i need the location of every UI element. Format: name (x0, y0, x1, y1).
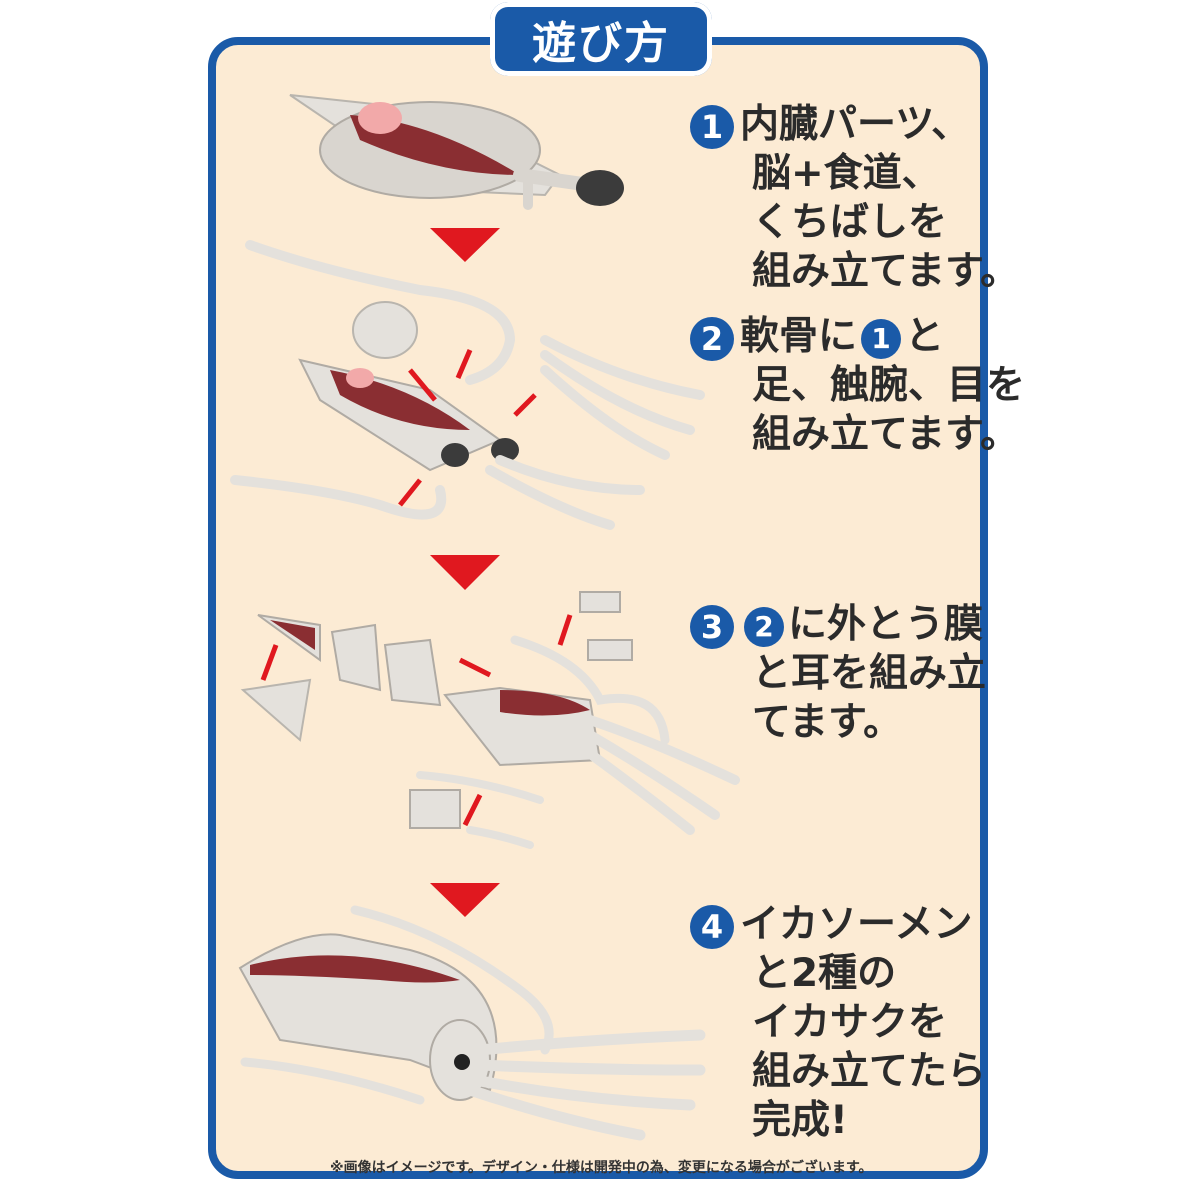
step2-skeleton-illustration (230, 240, 705, 530)
step-reference-badge: 1 (861, 318, 902, 359)
step-number-badge: 3 (690, 604, 734, 649)
step-number-badge: 2 (690, 316, 734, 361)
down-arrow-3 (430, 883, 500, 917)
down-arrow-1 (430, 228, 500, 262)
step-text: と2種の イカサクを 組み立てたら 完成! (752, 951, 987, 1143)
step-text-line: イカソーメン (740, 902, 973, 947)
step-text-line: 軟骨に (740, 314, 858, 359)
step-text-line: に外とう膜 (788, 602, 984, 647)
title-tab: 遊び方 (490, 2, 712, 76)
step1-organs-illustration (289, 94, 624, 210)
step-text: と耳を組み立 てます。 (752, 651, 987, 745)
step3-mantle-illustration (240, 591, 740, 849)
page-title: 遊び方 (532, 18, 670, 69)
step-text-line: 内臓パーツ、 (740, 102, 971, 147)
footnote: ※画像はイメージです。デザイン・仕様は開発中の為、変更になる場合がございます。 (330, 1160, 873, 1176)
step4-squid-illustration (238, 905, 706, 1141)
step-text: 脳+食道、 くちばしを 組み立てます。 (752, 151, 1020, 294)
step-number-badge: 1 (690, 104, 734, 149)
step-text-line: と (905, 314, 945, 359)
step-number-badge: 4 (690, 904, 734, 949)
step-text: 足、触腕、目を 組み立てます。 (752, 363, 1026, 457)
down-arrow-2 (430, 555, 500, 590)
step-reference-badge: 2 (744, 606, 784, 647)
